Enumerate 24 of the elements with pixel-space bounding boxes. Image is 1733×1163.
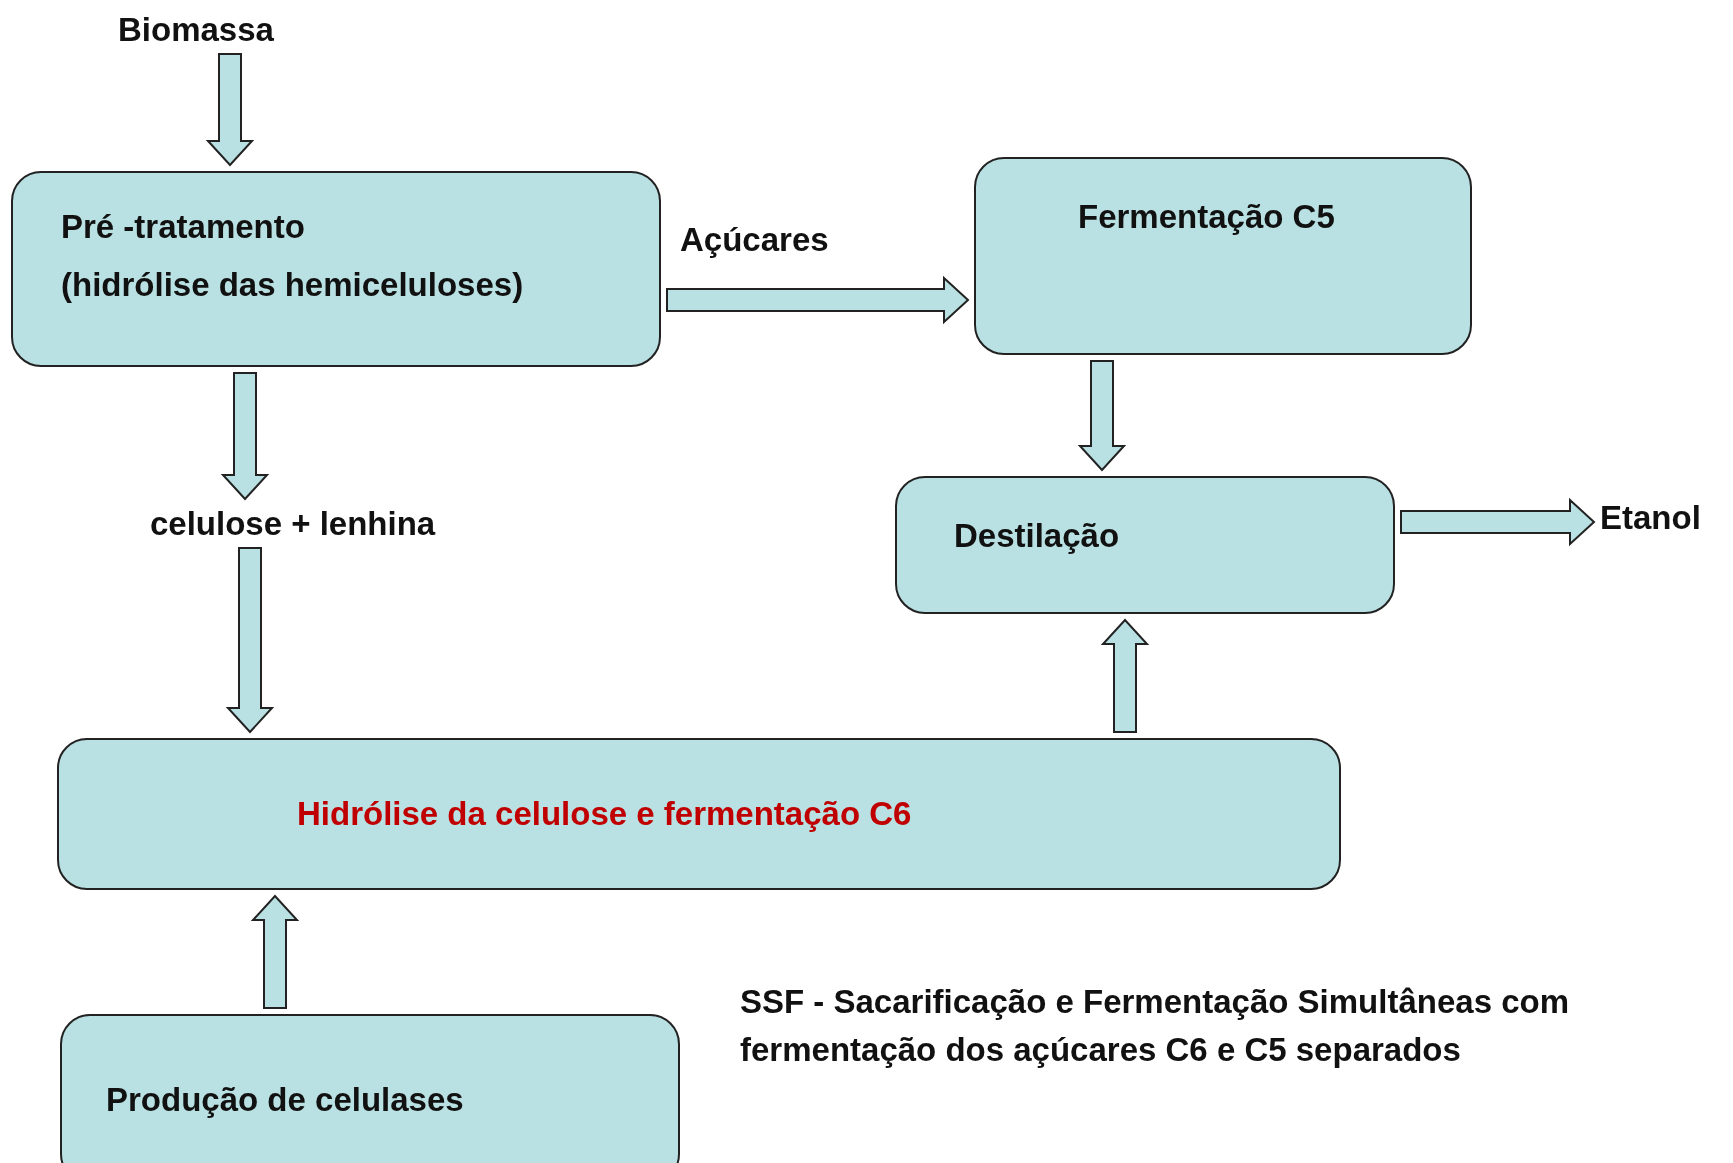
process-box <box>57 738 1341 890</box>
process-box <box>895 476 1395 614</box>
process-box <box>11 171 661 367</box>
process-label: Produção de celulases <box>106 1080 464 1120</box>
process-label: Pré -tratamento <box>61 207 305 247</box>
flow-text: celulose + lenhina <box>150 505 436 542</box>
block-arrow <box>220 372 270 501</box>
block-arrow <box>1100 618 1150 733</box>
note-text: SSF - Sacarificação e Fermentação Simultâneas com fermentação dos açúcares C6 e C5 separados <box>740 982 1570 1070</box>
block-arrow <box>225 547 275 734</box>
block-arrow <box>1400 497 1596 547</box>
flow-text: Biomassa <box>118 11 274 48</box>
block-arrow <box>1077 360 1127 472</box>
process-label: Destilação <box>954 516 1120 556</box>
process-label: (hidrólise das hemiceluloses) <box>61 265 524 305</box>
block-arrow <box>666 275 970 325</box>
block-arrow <box>250 894 300 1009</box>
process-box <box>974 157 1472 355</box>
process-label: Hidrólise da celulose e fermentação C6 <box>297 794 912 834</box>
block-arrow <box>205 53 255 167</box>
process-label: Fermentação C5 <box>1078 197 1336 237</box>
edge-label: Açúcares <box>680 220 829 260</box>
process-box <box>60 1014 680 1163</box>
flow-text: Etanol <box>1600 499 1701 536</box>
